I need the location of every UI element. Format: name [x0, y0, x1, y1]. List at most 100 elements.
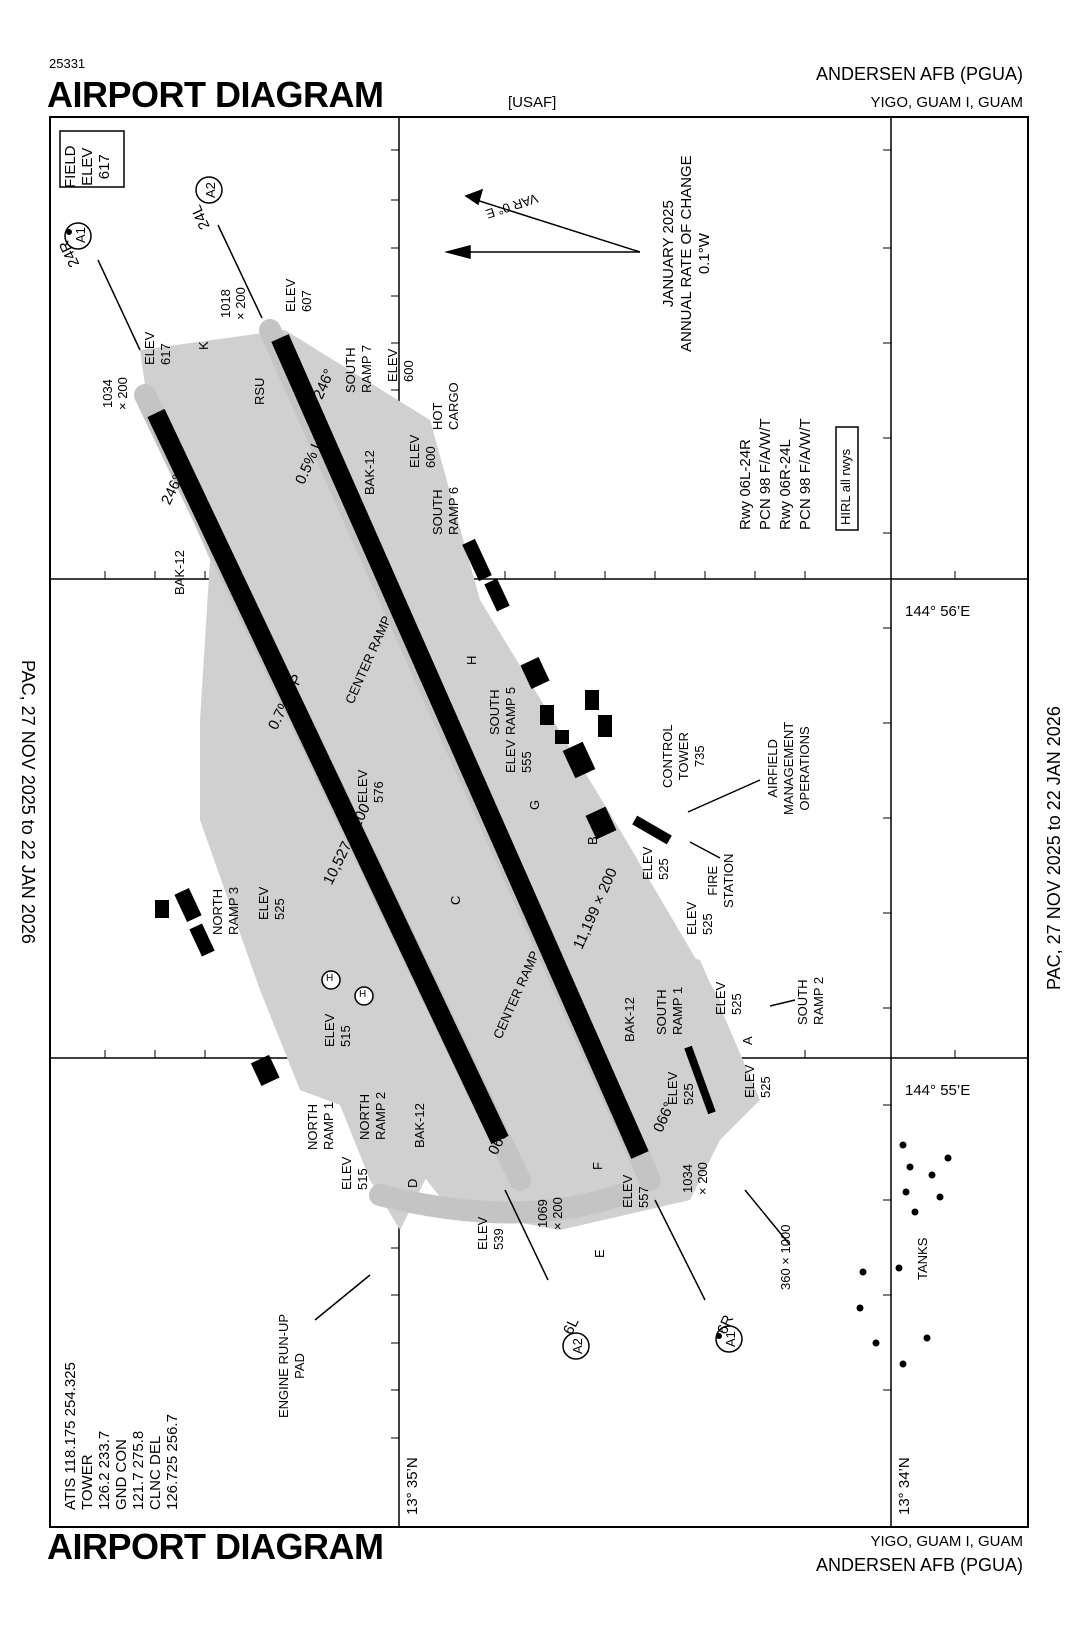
pcn-line2: PCN 98 F/A/W/T	[757, 418, 774, 530]
taxiway-a: A	[740, 1036, 755, 1045]
footer-airport: ANDERSEN AFB (PGUA)	[815, 1555, 1023, 1575]
elev-525-south: ELEV 525	[665, 1071, 696, 1105]
overrun-24R: 1034 × 200	[100, 377, 130, 410]
lat-label-2: 13° 34’N	[896, 1457, 913, 1515]
south-ramp-5: SOUTH RAMP 5	[487, 686, 518, 735]
atis-freq: ATIS 118.175 254.325	[62, 1362, 79, 1510]
tower-label: TOWER	[79, 1454, 96, 1510]
overrun-24L: 1018 × 200	[218, 287, 248, 320]
page-title: AIRPORT DIAGRAM	[47, 74, 384, 115]
gnd-label: GND CON	[113, 1439, 130, 1510]
field-elev-box	[59, 130, 125, 188]
gnd-freq: 121.7 275.8	[130, 1430, 147, 1510]
lon-label-1: 144° 56’E	[905, 603, 971, 620]
clnc-freq: 126.725 256.7	[164, 1414, 181, 1510]
elev-525-north: ELEV 525	[256, 886, 287, 920]
magnetic-variation-arrows	[444, 188, 641, 259]
afmo-label: AIRFIELD MANAGEMENT OPERATIONS	[765, 721, 812, 815]
elev-617: ELEV 617	[142, 331, 173, 365]
document-number: 25331	[49, 56, 86, 71]
overrun-6L: 1069 × 200	[535, 1197, 565, 1230]
south-ramp-7: SOUTH RAMP 7	[343, 344, 374, 393]
elev-525-east: ELEV 525	[742, 1064, 773, 1098]
rsu-label: RSU	[252, 377, 267, 405]
bak12-label-4: BAK-12	[622, 997, 637, 1042]
taxiway-h: H	[464, 655, 479, 665]
approach-marker-dots	[66, 229, 722, 1339]
elev-576: ELEV 576	[355, 769, 386, 803]
footer-location: YIGO, GUAM I, GUAM	[870, 1533, 1023, 1550]
approach-lights	[97, 224, 706, 1301]
frequencies-block: ATIS 118.175 254.325 TOWER 126.2 233.7 G…	[62, 1362, 181, 1510]
taxiway-e: E	[592, 1249, 607, 1258]
north-ramp-2: NORTH RAMP 2	[357, 1091, 388, 1140]
elev-525-ramp2: ELEV 525	[713, 981, 744, 1015]
elev-600-a: ELEV 600	[385, 348, 416, 382]
helipad-1: H	[326, 973, 334, 984]
field-elev-label: FIELD ELEV 617	[62, 145, 113, 188]
runway-06L-24R	[147, 408, 509, 1145]
operator-label: [USAF]	[508, 94, 557, 111]
helipad-2: H	[359, 989, 367, 1000]
bak12-label-3: BAK-12	[412, 1103, 427, 1148]
elev-555: ELEV 555	[503, 739, 534, 773]
airport-location: YIGO, GUAM I, GUAM	[870, 94, 1023, 111]
magnetic-variation-note: JANUARY 2025 ANNUAL RATE OF CHANGE 0.1°W	[660, 155, 714, 352]
hirl-label: HIRL all rwys	[838, 448, 853, 525]
tanks-dots	[856, 1141, 952, 1368]
elev-515-b: ELEV 515	[339, 1156, 370, 1190]
a1-marker-south: A1	[723, 1331, 738, 1347]
clnc-label: CLNC DEL	[147, 1435, 164, 1510]
south-ramp-6: SOUTH RAMP 6	[430, 486, 461, 535]
field-elev-value: 617	[96, 154, 113, 180]
north-ramp-1: NORTH RAMP 1	[305, 1101, 336, 1150]
fire-station-label: FIRE STATION	[705, 853, 736, 908]
pcn-block: Rwy 06L-24R PCN 98 F/A/W/T Rwy 06R-24L P…	[736, 418, 816, 530]
taxiway-k: K	[196, 341, 211, 350]
pad-dims-label: 360 × 1000	[778, 1224, 793, 1290]
bak12-label-1: BAK-12	[172, 550, 187, 595]
mag-line2: ANNUAL RATE OF CHANGE	[678, 155, 695, 352]
taxiway-g: G	[527, 799, 542, 810]
elev-515-a: ELEV 515	[322, 1013, 353, 1047]
hot-cargo: HOT CARGO	[430, 382, 461, 430]
elev-539: ELEV 539	[475, 1216, 506, 1250]
approach-markers	[64, 176, 743, 1360]
elev-600-b: ELEV 600	[407, 434, 438, 468]
footer-title: AIRPORT DIAGRAM	[47, 1526, 384, 1567]
a2-marker-south: A2	[570, 1338, 585, 1354]
south-ramp-1: SOUTH RAMP 1	[654, 986, 685, 1035]
taxiway-c: C	[448, 895, 463, 905]
elev-607: ELEV 607	[283, 278, 314, 312]
taxiway-d: D	[405, 1178, 420, 1188]
overrun-6R: 1034 × 200	[680, 1162, 710, 1195]
taxiway-f: F	[590, 1162, 605, 1170]
north-ramp-3: NORTH RAMP 3	[210, 886, 241, 935]
taxiway-b: B	[585, 836, 600, 845]
bak12-label-2: BAK-12	[362, 450, 377, 495]
south-ramp-2: SOUTH RAMP 2	[795, 976, 826, 1025]
a2-marker-north: A2	[203, 182, 218, 198]
elev-557: ELEV 557	[620, 1174, 651, 1208]
pcn-line3: Rwy 06R-24L	[777, 439, 794, 530]
lat-label-1: 13° 35’N	[404, 1457, 421, 1515]
field-elev-line2: ELEV	[79, 147, 96, 186]
tanks-label: TANKS	[915, 1237, 930, 1280]
mag-line1: JANUARY 2025	[660, 200, 677, 308]
pcn-line1: Rwy 06L-24R	[737, 439, 754, 530]
buildings	[155, 538, 716, 1115]
diagram-frame	[49, 116, 1029, 1528]
pointer-lines	[314, 779, 796, 1321]
elev-525-fire: ELEV 525	[640, 846, 671, 880]
control-tower-label: CONTROL TOWER 735	[660, 724, 707, 788]
lon-label-2: 144° 55’E	[905, 1082, 971, 1099]
field-elev-line1: FIELD	[62, 145, 79, 188]
airport-name: ANDERSEN AFB (PGUA)	[815, 64, 1023, 84]
runway-06R-24L	[271, 334, 649, 1159]
a1-marker-north: A1	[73, 227, 88, 243]
pcn-line4: PCN 98 F/A/W/T	[797, 418, 814, 530]
tower-freq: 126.2 233.7	[96, 1430, 113, 1510]
hirl-box	[835, 426, 859, 531]
pavement-areas	[140, 330, 760, 1230]
